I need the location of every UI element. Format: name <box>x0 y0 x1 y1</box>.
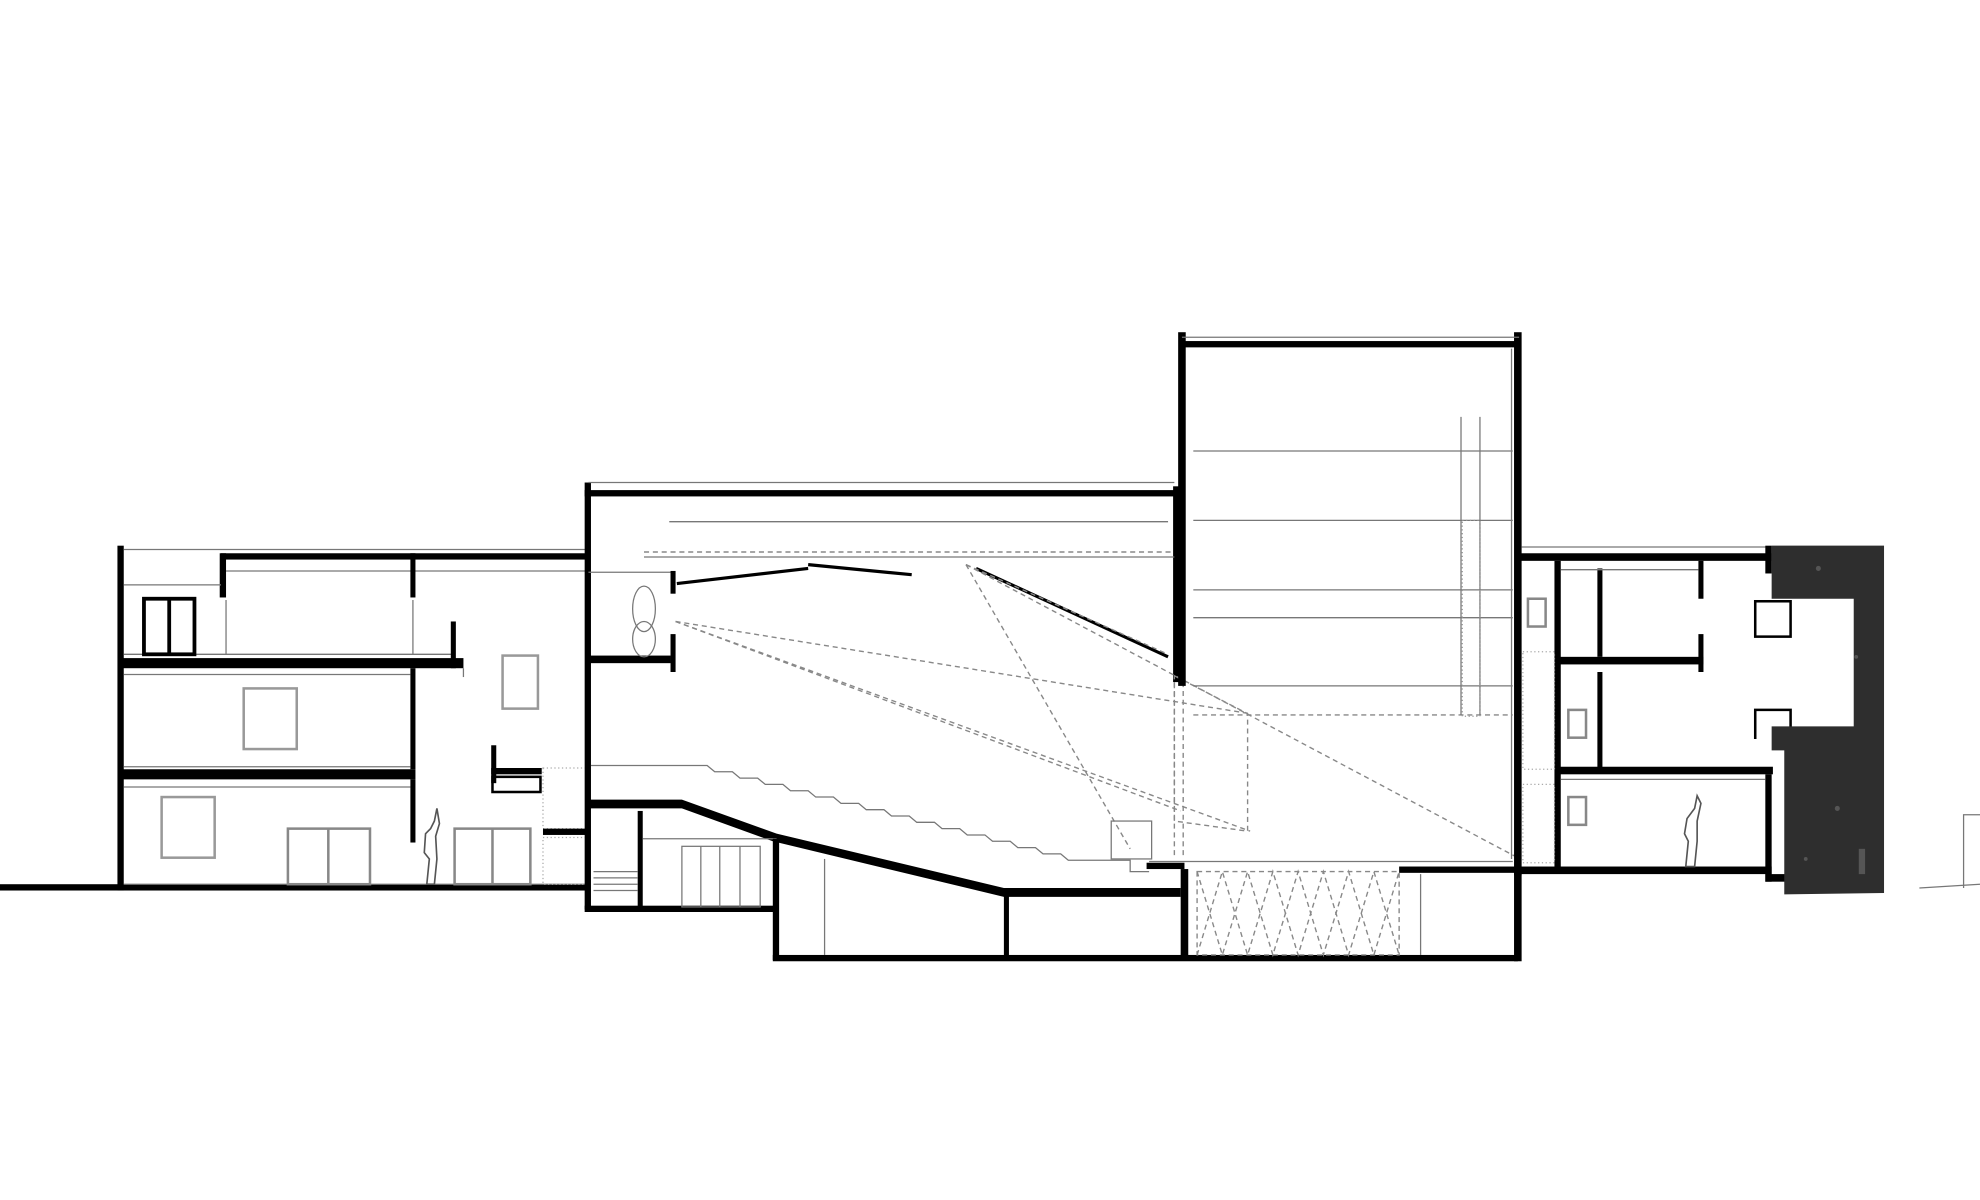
human-figure-icon <box>423 808 441 886</box>
human-figure-icon <box>1683 793 1702 868</box>
window <box>242 687 299 751</box>
auditorium <box>584 481 1518 962</box>
stage-lift-mechanism <box>1196 869 1400 958</box>
lockers <box>681 845 761 908</box>
ground-line <box>0 814 1980 891</box>
projection-lines <box>675 563 1516 859</box>
glass-door <box>453 827 532 886</box>
window <box>160 795 216 859</box>
left-wing <box>117 545 588 891</box>
concrete-retaining-wall <box>1771 545 1885 895</box>
right-wing <box>1519 545 1885 895</box>
glass-door <box>286 827 372 886</box>
window <box>142 596 197 657</box>
seating-rake <box>590 764 1150 873</box>
fly-ladder <box>1460 416 1481 717</box>
window <box>501 654 540 710</box>
stage-tower <box>1149 332 1522 962</box>
